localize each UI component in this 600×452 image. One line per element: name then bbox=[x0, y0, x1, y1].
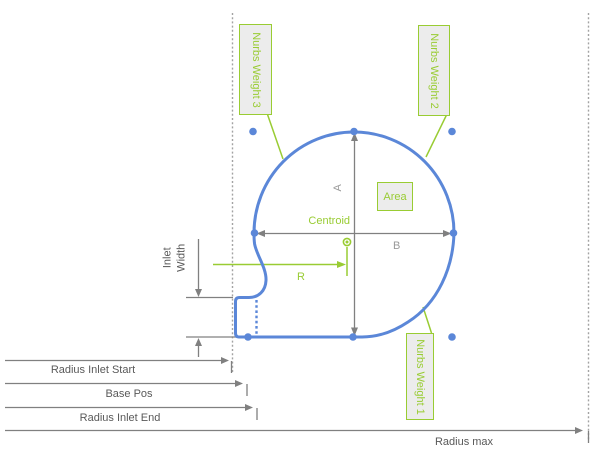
nurbs-weight-2-tag: Nurbs Weight 2 bbox=[418, 25, 450, 116]
arrow-r bbox=[337, 261, 346, 268]
arrow-radius-inlet-start bbox=[221, 357, 229, 364]
arrow-radius-max bbox=[575, 427, 583, 434]
profile-curve bbox=[234, 130, 456, 339]
control-point[interactable] bbox=[449, 229, 458, 237]
arrow-radius-inlet-end bbox=[245, 404, 253, 411]
nurbs-weight-3-tag: Nurbs Weight 3 bbox=[239, 24, 272, 115]
dim-b-arrow-left bbox=[256, 230, 265, 237]
leader-nurbs-weight-3 bbox=[266, 112, 284, 160]
dim-a-arrow-up bbox=[351, 132, 358, 141]
nurbs-weight-1-tag: Nurbs Weight 1 bbox=[406, 333, 434, 420]
inlet-width-arrow-up bbox=[195, 338, 202, 346]
dim-a-arrow-down bbox=[351, 327, 358, 336]
radius-inlet-end-label: Radius Inlet End bbox=[79, 412, 161, 424]
centroid-marker-dot bbox=[345, 240, 349, 244]
control-point[interactable] bbox=[349, 333, 357, 341]
r-dimension-label: R bbox=[297, 271, 305, 283]
control-point[interactable] bbox=[350, 127, 358, 136]
inlet-width-label: Inlet Width bbox=[161, 243, 187, 273]
radius-inlet-start-label: Radius Inlet Start bbox=[50, 364, 136, 376]
centroid-label: Centroid bbox=[308, 215, 350, 227]
control-point[interactable] bbox=[250, 229, 259, 237]
control-point[interactable] bbox=[244, 333, 252, 341]
area-label: Area bbox=[383, 190, 407, 203]
leader-nurbs-weight-1 bbox=[422, 306, 433, 334]
a-dimension-label: A bbox=[331, 183, 344, 192]
area-tag: Area bbox=[377, 182, 413, 211]
inlet-width-arrow-down bbox=[195, 289, 202, 297]
control-point[interactable] bbox=[249, 127, 257, 136]
leader-nurbs-weight-2 bbox=[425, 113, 448, 158]
centroid-marker-ring bbox=[342, 237, 352, 247]
control-point[interactable] bbox=[448, 127, 456, 136]
control-point[interactable] bbox=[448, 333, 456, 341]
arrow-base-pos bbox=[235, 380, 243, 387]
nurbs-weight-1-label: Nurbs Weight 1 bbox=[414, 338, 427, 415]
radius-max-label: Radius max bbox=[434, 436, 494, 448]
base-pos-label: Base Pos bbox=[105, 388, 153, 400]
b-dimension-label: B bbox=[393, 240, 401, 252]
nurbs-weight-3-label: Nurbs Weight 3 bbox=[249, 31, 262, 108]
nurbs-weight-2-label: Nurbs Weight 2 bbox=[428, 32, 441, 109]
dim-b-arrow-right bbox=[443, 230, 452, 237]
